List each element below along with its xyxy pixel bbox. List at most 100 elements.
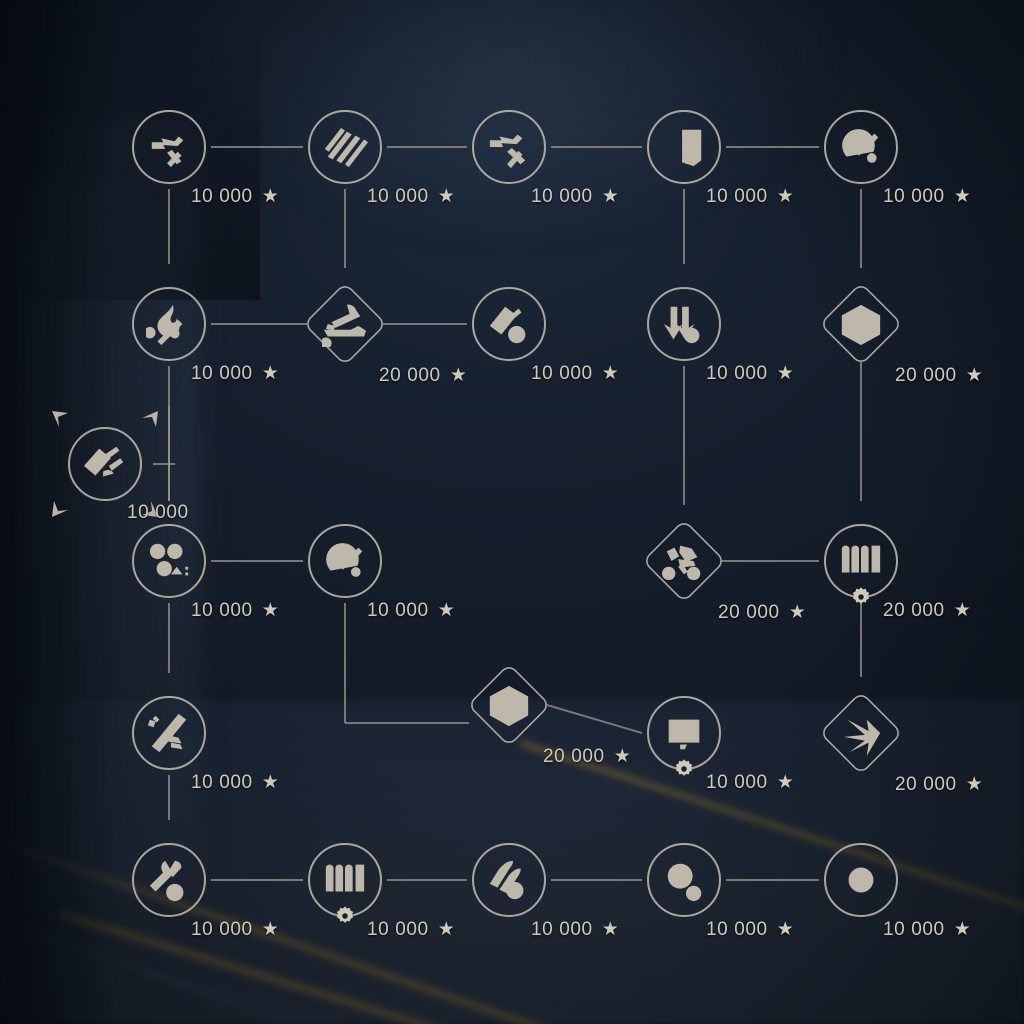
down-arrows-icon bbox=[661, 301, 707, 347]
skill-node-frame bbox=[308, 524, 382, 598]
skill-cost-amount: 10 000 bbox=[531, 919, 593, 940]
skill-cost-amount: 10 000 bbox=[367, 186, 429, 207]
free-xp-star-icon: ★ bbox=[965, 365, 984, 386]
skill-node-camouflage-skill[interactable] bbox=[308, 110, 382, 184]
skill-cost-amount: 20 000 bbox=[895, 774, 957, 795]
skill-cost-amount: 10 000 bbox=[706, 363, 768, 384]
skill-cost-amount: 20 000 bbox=[718, 602, 780, 623]
skill-node-shell-splash-perk[interactable] bbox=[819, 691, 903, 775]
free-xp-star-icon: ★ bbox=[261, 919, 280, 940]
skill-node-firefighting-skill[interactable] bbox=[132, 287, 206, 361]
skill-cost-amount: 20 000 bbox=[883, 600, 945, 621]
skill-node-ammo-rack-skill[interactable] bbox=[824, 524, 898, 598]
skill-node-sniper-reticle-skill[interactable] bbox=[824, 843, 898, 917]
free-xp-star-icon: ★ bbox=[261, 186, 280, 207]
skill-node-toolbox-skill[interactable] bbox=[132, 843, 206, 917]
skill-cost-label: 10 000 ★ bbox=[883, 918, 971, 941]
skill-node-wreck-recovery-perk[interactable] bbox=[303, 282, 387, 366]
skill-cost-label: 10 000★ bbox=[191, 185, 279, 208]
skill-cost-label: 10 000★ bbox=[706, 771, 794, 794]
skill-cost-label: 20 000★ bbox=[895, 364, 983, 387]
free-xp-star-icon: ★ bbox=[601, 363, 620, 384]
consumables-icon bbox=[146, 538, 192, 584]
skill-node-suspension-repair-perk[interactable] bbox=[642, 519, 726, 603]
skill-node-radio-intel-skill[interactable] bbox=[472, 287, 546, 361]
skill-cost-label: 10 000★ bbox=[191, 362, 279, 385]
reticle-icon bbox=[838, 857, 884, 903]
skill-node-consumables-skill[interactable] bbox=[132, 524, 206, 598]
optics-box-icon bbox=[661, 710, 707, 756]
skill-cost-amount: 20 000 bbox=[379, 365, 441, 386]
skill-node-shell-loading-skill[interactable] bbox=[472, 843, 546, 917]
skill-cost-label: 10 000 bbox=[127, 502, 189, 524]
skill-cost-label: 20 000 ★ bbox=[895, 773, 983, 796]
toolbox-pliers-icon bbox=[146, 857, 192, 903]
skill-node-frame bbox=[647, 110, 721, 184]
skill-node-frame bbox=[647, 843, 721, 917]
explosion-burst-icon bbox=[838, 710, 884, 756]
reticle-shell-icon bbox=[661, 857, 707, 903]
wrecked-tank-icon bbox=[322, 301, 368, 347]
skill-cost-label: 10 000 ★ bbox=[706, 362, 794, 385]
broken-track-icon bbox=[146, 710, 192, 756]
ammo-rack-icon bbox=[322, 857, 368, 903]
skill-cost-amount: 10 000 bbox=[883, 919, 945, 940]
free-xp-star-icon: ★ bbox=[776, 363, 795, 384]
free-xp-star-icon: ★ bbox=[776, 186, 795, 207]
corner-bracket-icon bbox=[140, 409, 160, 429]
corner-bracket-icon bbox=[50, 499, 70, 519]
free-xp-star-icon: ★ bbox=[965, 774, 984, 795]
skill-node-field-repair-kit-skill[interactable] bbox=[68, 427, 142, 501]
radio-globe-icon bbox=[486, 301, 532, 347]
skill-node-spotting-device-skill[interactable] bbox=[647, 696, 721, 770]
skill-cost-amount: 10 000 bbox=[706, 186, 768, 207]
skill-node-damage-reduction-skill[interactable] bbox=[647, 287, 721, 361]
free-xp-star-icon: ★ bbox=[437, 919, 456, 940]
skill-node-supply-crate-perk[interactable] bbox=[467, 663, 551, 747]
skill-node-frame bbox=[132, 524, 206, 598]
cube-crate-icon bbox=[486, 682, 532, 728]
skill-node-repair-speed-skill[interactable] bbox=[132, 110, 206, 184]
skill-cost-amount: 10 000 bbox=[706, 772, 768, 793]
skill-cost-amount: 10 000 bbox=[127, 502, 189, 523]
skill-node-track-repair-skill[interactable] bbox=[132, 696, 206, 770]
skill-node-frame bbox=[132, 287, 206, 361]
skill-cost-amount: 10 000 bbox=[191, 919, 253, 940]
cube-crate-icon bbox=[838, 301, 884, 347]
skill-node-frame bbox=[647, 287, 721, 361]
skill-node-frame bbox=[824, 843, 898, 917]
skill-node-frame bbox=[132, 110, 206, 184]
skill-node-frame bbox=[824, 110, 898, 184]
free-xp-star-icon: ★ bbox=[953, 919, 972, 940]
skill-cost-label: 10 000 ★ bbox=[706, 185, 794, 208]
skill-cost-label: 10 000 ★ bbox=[191, 918, 279, 941]
free-xp-star-icon: ★ bbox=[776, 919, 795, 940]
broken-suspension-icon bbox=[661, 538, 707, 584]
skill-cost-amount: 10 000 bbox=[191, 363, 253, 384]
free-xp-star-icon: ★ bbox=[261, 600, 280, 621]
skill-node-engine-tuning-skill[interactable] bbox=[308, 524, 382, 598]
skill-cost-label: 20 000 ★ bbox=[543, 745, 631, 768]
free-xp-star-icon: ★ bbox=[613, 746, 632, 767]
free-xp-star-icon: ★ bbox=[437, 600, 456, 621]
skill-cost-label: 10 000★ bbox=[531, 185, 619, 208]
skill-cost-label: 10 000★ bbox=[367, 185, 455, 208]
skill-node-cargo-module-perk[interactable] bbox=[819, 282, 903, 366]
skill-cost-amount: 20 000 bbox=[543, 746, 605, 767]
skill-cost-amount: 10 000 bbox=[706, 919, 768, 940]
skill-node-frame bbox=[308, 110, 382, 184]
skill-node-speed-governor-skill[interactable] bbox=[824, 110, 898, 184]
skill-node-aiming-accuracy-skill[interactable] bbox=[647, 843, 721, 917]
skill-node-reload-boost-skill[interactable] bbox=[472, 110, 546, 184]
skill-node-armor-deflect-skill[interactable] bbox=[647, 110, 721, 184]
skill-node-ammo-storage-skill[interactable] bbox=[308, 843, 382, 917]
speedometer-icon bbox=[322, 538, 368, 584]
skill-cost-label: 10 000★ bbox=[191, 771, 279, 794]
skill-cost-label: 10 000★ bbox=[531, 362, 619, 385]
corner-bracket-icon bbox=[50, 409, 70, 429]
gear-icon bbox=[334, 905, 356, 927]
skill-cost-label: 10 000★ bbox=[367, 599, 455, 622]
